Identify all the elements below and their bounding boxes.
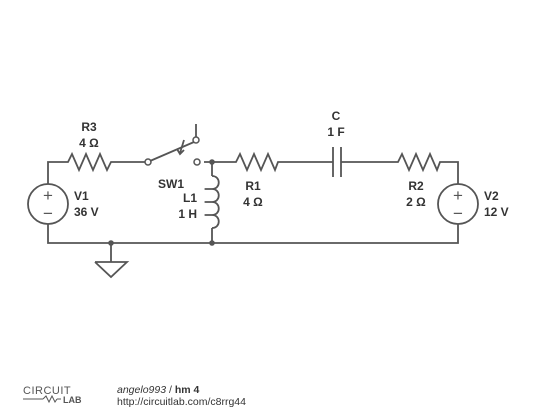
logo-text-bottom: LAB bbox=[63, 395, 82, 404]
v2-plus-sign: + bbox=[453, 186, 463, 205]
r2-name-label: R2 bbox=[408, 179, 424, 193]
resistor-r2-symbol bbox=[392, 151, 442, 173]
v2-name-label: V2 bbox=[484, 189, 499, 203]
junction-dot-bottom bbox=[209, 240, 215, 246]
junction-dot-ground bbox=[108, 240, 114, 246]
l1-value-label: 1 H bbox=[178, 207, 197, 221]
v2-value-label: 12 V bbox=[484, 205, 509, 219]
footer-separator: / bbox=[166, 384, 175, 396]
r3-value-label: 4 Ω bbox=[79, 136, 99, 150]
v1-name-label: V1 bbox=[74, 189, 89, 203]
v2-minus-sign: − bbox=[453, 204, 463, 223]
voltage-source-v2-symbol bbox=[437, 183, 479, 225]
footer-url[interactable]: http://circuitlab.com/c8rrg44 bbox=[117, 396, 246, 408]
inductor-l1-symbol bbox=[204, 175, 220, 229]
junction-dot-top bbox=[209, 159, 215, 165]
footer-text: angelo993 / hm 4 http://circuitlab.com/c… bbox=[117, 384, 246, 408]
footer-title-line: angelo993 / hm 4 bbox=[117, 384, 246, 396]
sw1-name-label: SW1 bbox=[158, 177, 184, 191]
c-value-label: 1 F bbox=[327, 125, 344, 139]
capacitor-c-symbol bbox=[332, 147, 342, 177]
v1-value-label: 36 V bbox=[74, 205, 99, 219]
wire-r2-to-v2 bbox=[442, 161, 459, 184]
logo-text-top: CIRCUIT bbox=[23, 385, 71, 397]
r1-name-label: R1 bbox=[245, 179, 261, 193]
wire-left-top bbox=[47, 161, 63, 184]
r1-value-label: 4 Ω bbox=[243, 195, 263, 209]
resistor-r1-symbol bbox=[230, 151, 280, 173]
l1-name-label: L1 bbox=[183, 191, 197, 205]
v1-minus-sign: − bbox=[43, 204, 53, 223]
switch-sw1-symbol bbox=[144, 124, 201, 166]
circuit-schematic: + − + − R3 4 Ω SW1 L1 1 H R1 4 Ω C 1 F R… bbox=[27, 109, 509, 279]
circuitlab-logo[interactable]: CIRCUIT LAB bbox=[23, 384, 93, 404]
resistor-r3-symbol bbox=[63, 151, 116, 173]
footer-author-link[interactable]: angelo993 bbox=[117, 384, 167, 396]
c-name-label: C bbox=[332, 109, 341, 123]
r3-name-label: R3 bbox=[81, 120, 97, 134]
ground-icon bbox=[94, 261, 130, 279]
footer-circuit-title[interactable]: hm 4 bbox=[174, 384, 200, 396]
footer: CIRCUIT LAB angelo993 / hm 4 http://circ… bbox=[0, 382, 540, 408]
v1-plus-sign: + bbox=[43, 186, 53, 205]
r2-value-label: 2 Ω bbox=[406, 195, 426, 209]
wire-v1-bottom bbox=[47, 224, 459, 244]
voltage-source-v1-symbol bbox=[27, 183, 69, 225]
